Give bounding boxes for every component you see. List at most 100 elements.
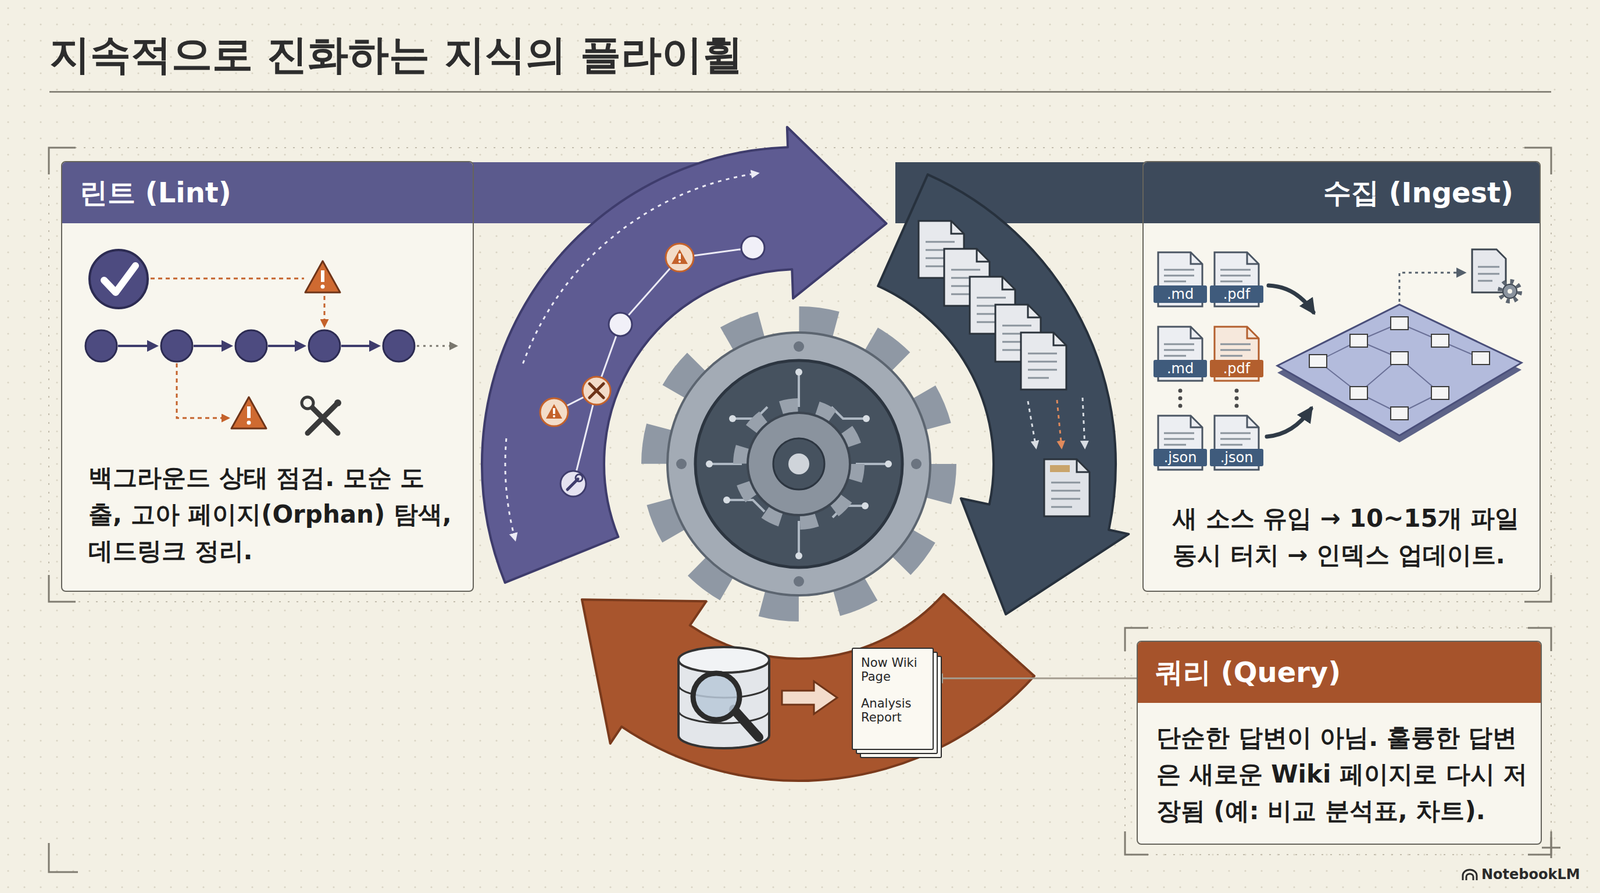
warning-icon: [231, 261, 341, 429]
stage-panel: 쿼리 (Query) 단순한 답변이 아님. 훌륭한 답변은 새로운 Wiki 페…: [1136, 640, 1542, 845]
diagram-title: 지속적으로 진화하는 지식의 플라이휠: [49, 27, 744, 83]
repair-badge: [582, 376, 611, 405]
title-rule: [49, 91, 1552, 93]
repair-tools: [301, 397, 342, 434]
flywheel-arc: [581, 594, 1035, 781]
watermark-logo: [1462, 869, 1477, 881]
file-extension: .pdf: [1209, 285, 1264, 303]
warning-icon: [247, 420, 252, 425]
knowledge-board: [1472, 351, 1490, 365]
file-lines: [1220, 433, 1251, 445]
file-icon: .md: [1156, 325, 1204, 382]
database-search-icon: [678, 659, 770, 749]
file-lines: [1163, 433, 1195, 445]
check-badge: [89, 250, 148, 309]
file-extension: .md: [1153, 359, 1207, 378]
incoming-documents: [1027, 397, 1085, 448]
frame-bracket: [1125, 627, 1552, 855]
flywheel-arc: [481, 126, 1129, 781]
incoming-documents: [1002, 276, 1016, 290]
central-gear: [793, 341, 805, 352]
lint-network-illustration: [608, 312, 632, 337]
panel-description: 백그라운드 상태 점검. 모순 도출, 고아 페이지(Orphan) 탐색, 데…: [62, 459, 473, 570]
watermark: NotebookLM: [1481, 866, 1581, 883]
knowledge-board: [1318, 323, 1481, 414]
wiki-page-stack: Now Wiki PageAnalysis Report: [851, 647, 934, 750]
frame-bracket: [1125, 627, 1552, 855]
file-lines: [1163, 344, 1195, 356]
check-badge: [104, 265, 136, 293]
ellipsis-dots: [1178, 388, 1239, 409]
warning-badge: [540, 398, 569, 427]
file-extension: .pdf: [1209, 359, 1264, 378]
central-gear: [654, 319, 944, 609]
knowledge-board: [1277, 304, 1522, 436]
page-chain: [85, 330, 415, 362]
lint-network-illustration: [523, 173, 759, 364]
page-chain: [235, 330, 267, 362]
file-extension: .json: [1209, 448, 1264, 467]
central-gear: [862, 415, 870, 423]
file-outline: [1190, 252, 1203, 264]
central-gear: [884, 460, 892, 468]
warning-icon: [231, 397, 267, 429]
incoming-documents: [1044, 459, 1090, 517]
file-icon: .md: [1156, 251, 1204, 308]
flow-arrow: [781, 681, 838, 714]
warning-icon: [320, 270, 325, 282]
issue-trace: [323, 295, 326, 327]
knowledge-board: [1431, 386, 1449, 400]
central-gear: [797, 372, 800, 407]
knowledge-board: [1431, 334, 1449, 348]
ellipsis-dots: [1178, 388, 1183, 394]
panel-description: 단순한 답변이 아님. 훌륭한 답변은 새로운 Wiki 페이지로 다시 저장됨…: [1137, 719, 1541, 830]
title-rule: [49, 91, 1552, 94]
repair-badge: [589, 383, 604, 398]
repair-badge: [560, 470, 587, 497]
file-icon: .pdf: [1213, 325, 1260, 382]
file-outline: [1247, 415, 1259, 428]
database-search-icon: [678, 647, 770, 749]
page-chain: [268, 344, 305, 348]
knowledge-board: [1277, 304, 1522, 443]
indexed-document: [1500, 281, 1520, 302]
central-gear: [795, 368, 803, 376]
file-outline: [1247, 326, 1259, 339]
central-gear: [773, 438, 825, 490]
central-gear: [911, 458, 922, 470]
incoming-documents: [1027, 401, 1037, 448]
warning-icon: [320, 284, 325, 289]
stage-panel: 수집 (Ingest)새 소스 유입 → 10~15개 파일 동시 터치 → 인…: [1142, 161, 1541, 592]
central-gear: [747, 412, 850, 516]
warning-badge: [671, 249, 688, 264]
incoming-documents: [1051, 482, 1081, 507]
central-gear: [793, 576, 805, 587]
incoming-documents: [951, 220, 964, 234]
incoming-documents: [976, 248, 990, 262]
warning-badge: [678, 253, 681, 260]
knowledge-board: [1390, 406, 1409, 420]
panel-heading: 쿼리 (Query): [1137, 641, 1541, 703]
database-search-icon: [693, 673, 740, 720]
central-gear: [709, 372, 889, 556]
lint-network-illustration: [741, 236, 765, 260]
file-extension: .md: [1153, 285, 1207, 303]
file-icon: .json: [1213, 414, 1260, 471]
frame-bracket: [1541, 837, 1561, 859]
panel-description: 새 소스 유입 → 10~15개 파일 동시 터치 → 인덱스 업데이트.: [1143, 500, 1540, 574]
central-gear: [705, 460, 713, 468]
central-gear: [797, 520, 800, 556]
page-chain: [341, 344, 379, 348]
frame-bracket: [48, 843, 78, 873]
page-chain: [161, 330, 193, 362]
watermark-logo: [1466, 873, 1474, 881]
knowledge-board: [1390, 316, 1409, 330]
issue-trace: [150, 278, 325, 419]
warning-icon: [305, 261, 341, 293]
ellipsis-dots: [1234, 404, 1239, 409]
page-chain: [383, 330, 415, 362]
knowledge-board: [1390, 351, 1409, 365]
flow-arrow: [1266, 408, 1312, 437]
central-gear: [861, 502, 869, 510]
